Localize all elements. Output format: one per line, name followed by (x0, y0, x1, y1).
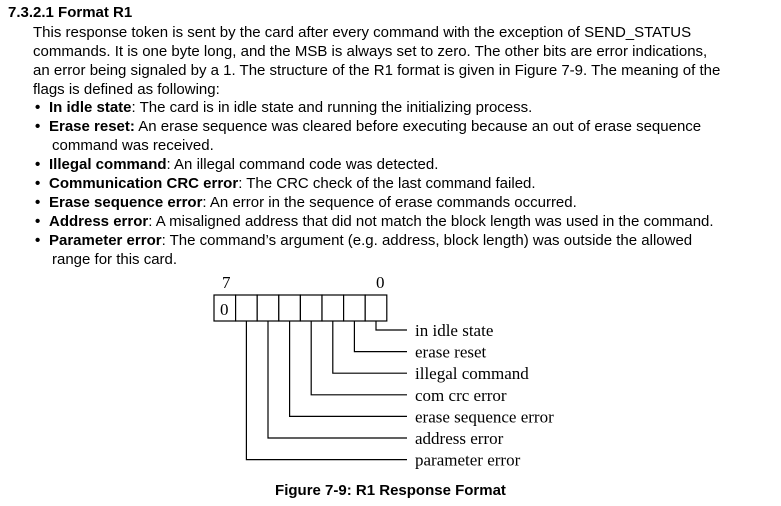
bullet-icon: • (35, 213, 41, 230)
bullet-icon: • (35, 156, 41, 173)
leader-lines (245, 321, 407, 461)
leader-line (267, 321, 407, 439)
flag-term: Parameter error (49, 232, 162, 249)
paragraph-line: This response token is sent by the card … (33, 24, 692, 41)
leader-line (332, 321, 407, 374)
flag-description: : An illegal command code was detected. (166, 156, 439, 173)
bit-cell (343, 294, 366, 322)
flag-description: : The CRC check of the last command fail… (238, 175, 536, 192)
bit-label: erase reset (415, 343, 487, 362)
bit-label: parameter error (415, 451, 521, 470)
leader-line (353, 321, 407, 353)
bit-cell (321, 294, 345, 322)
paragraph-line: an error being signaled by a 1. The stru… (33, 62, 721, 79)
bit-cell (299, 294, 323, 322)
flag-term: Communication CRC error (49, 175, 239, 192)
bit-label: com crc error (415, 386, 507, 405)
byte-cells: 0 (213, 294, 388, 322)
flag-item: • In idle state: The card is in idle stat… (35, 98, 780, 117)
leader-line (245, 321, 407, 461)
bit-cell (278, 294, 301, 322)
flag-description: : An error in the sequence of erase comm… (202, 194, 577, 211)
flag-term: Illegal command (49, 156, 167, 173)
intro-paragraph: This response token is sent by the card … (33, 23, 778, 99)
bit-cell (235, 294, 258, 322)
bullet-icon: • (35, 118, 41, 135)
flag-list: • In idle state: The card is in idle stat… (35, 98, 780, 269)
flag-description-continued: command was received. (52, 137, 214, 154)
bit-cell (256, 294, 280, 322)
figure-caption: Figure 7-9: R1 Response Format (0, 482, 781, 500)
flag-item: • Erase sequence error: An error in the s… (35, 193, 780, 212)
paragraph-line: flags is defined as following: (33, 81, 220, 98)
lsb-bit-number: 0 (376, 273, 385, 292)
bullet-icon: • (35, 194, 41, 211)
bit-label: address error (415, 429, 504, 448)
flag-description: : The card is in idle state and running … (131, 99, 533, 116)
figure-caption-text: Figure 7-9: R1 Response Format (275, 482, 506, 499)
leader-line (289, 321, 407, 417)
bullet-icon: • (35, 232, 41, 249)
bit-labels: in idle state erase reset illegal command c… (415, 321, 554, 470)
bit-cell (364, 294, 388, 322)
flag-term: In idle state (49, 99, 132, 116)
flag-description: : A misaligned address that did not matc… (148, 213, 714, 230)
paragraph-line: commands. It is one byte long, and the M… (33, 43, 708, 60)
bit-label: illegal command (415, 364, 529, 383)
flag-item: • Erase reset: An erase sequence was clea… (35, 117, 780, 155)
flag-description-continued: range for this card. (52, 251, 178, 268)
leader-line (375, 321, 407, 331)
flag-item: • Illegal command: An illegal command cod… (35, 155, 780, 174)
flag-description: An erase sequence was cleared before exe… (134, 118, 702, 135)
flag-term: Erase sequence error (49, 194, 203, 211)
msb-bit-number: 7 (222, 273, 231, 292)
bit-label: in idle state (415, 321, 493, 340)
flag-term: Erase reset: (49, 118, 135, 135)
flag-description: : The command’s argument (e.g. address, … (161, 232, 693, 249)
section-number: 7.3.2.1 (8, 4, 54, 21)
bullet-icon: • (35, 175, 41, 192)
section-title: Format R1 (58, 4, 133, 21)
bullet-icon: • (35, 99, 41, 116)
flag-item: • Communication CRC error: The CRC check … (35, 174, 780, 193)
flag-item: • Parameter error: The command’s argument… (35, 231, 780, 269)
msb-bit-value: 0 (220, 300, 229, 319)
flag-term: Address error (49, 213, 149, 230)
bit-label: erase sequence error (415, 407, 554, 426)
section-heading: 7.3.2.1 Format R1 (8, 4, 132, 22)
flag-item: • Address error: A misaligned address tha… (35, 212, 780, 231)
leader-line (310, 321, 407, 396)
